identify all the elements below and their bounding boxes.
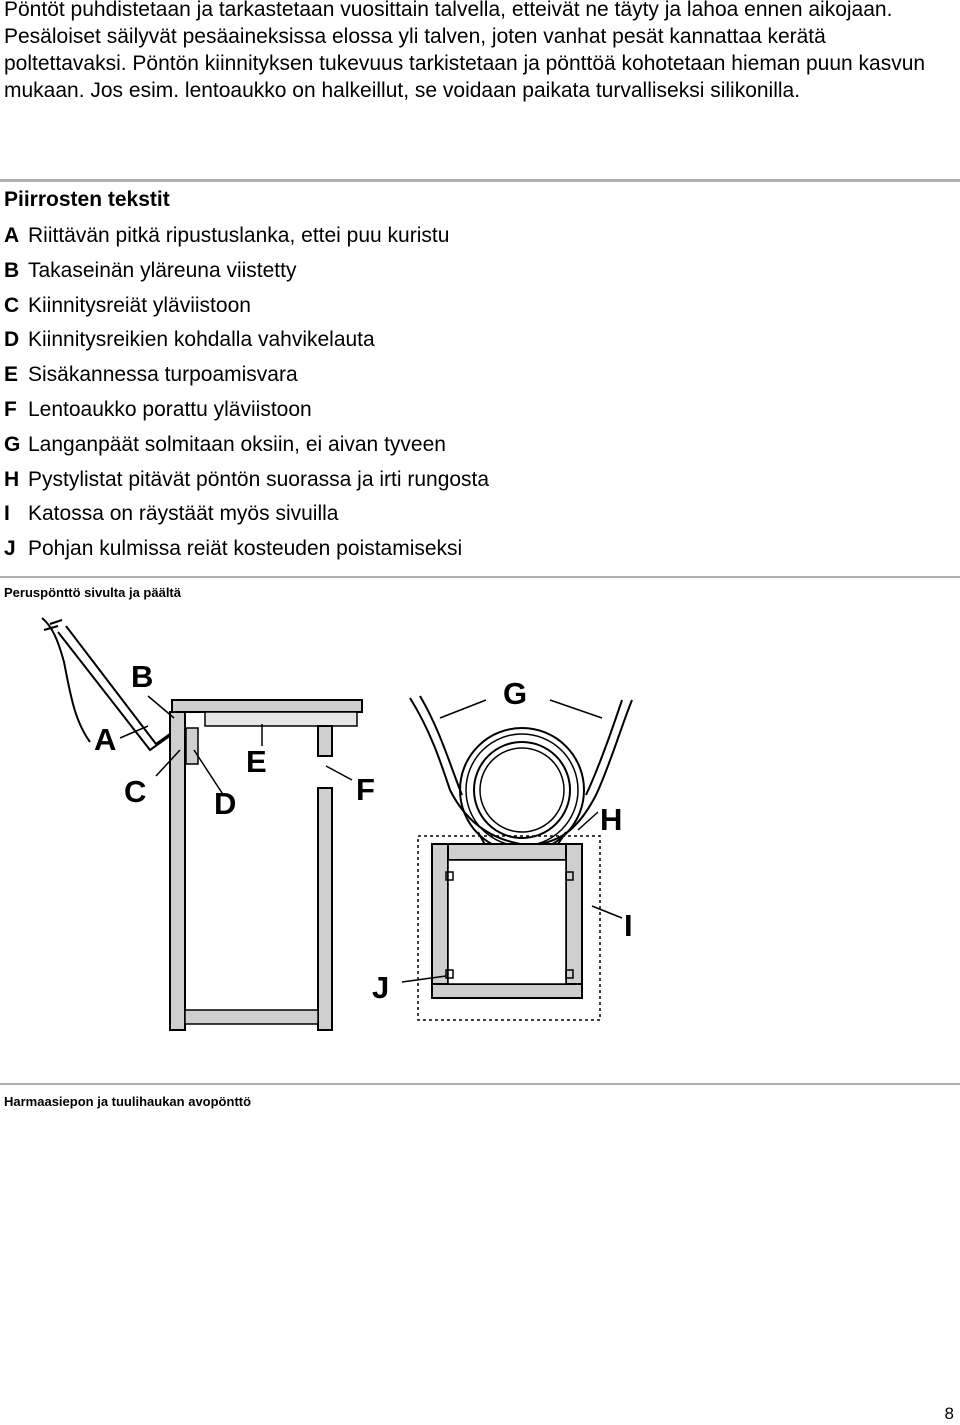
diagram-label-d: D xyxy=(214,786,236,821)
legend-heading: Piirrosten tekstit xyxy=(4,188,170,211)
diagram-label-i: I xyxy=(624,908,633,943)
diagram-caption-basic-box: Peruspönttö sivulta ja päältä xyxy=(4,585,181,600)
diagram-label-c: C xyxy=(124,774,146,809)
page-number: 8 xyxy=(944,1404,954,1423)
diagram-label-a: A xyxy=(94,722,116,757)
diagram-label-g: G xyxy=(503,676,527,711)
birdhouse-diagram: B A C D E F G H I J xyxy=(41,617,633,1031)
section-divider xyxy=(0,1083,960,1085)
top-view xyxy=(401,695,633,1021)
diagram-label-j: J xyxy=(372,970,389,1005)
intro-paragraph: Pöntöt puhdistetaan ja tarkastetaan vuos… xyxy=(4,0,926,102)
diagram-label-h: H xyxy=(600,802,622,837)
section-divider xyxy=(0,576,960,578)
side-view xyxy=(41,617,363,1031)
diagram-label-e: E xyxy=(246,744,267,779)
section-divider xyxy=(0,179,960,182)
diagram-label-b: B xyxy=(131,659,153,694)
diagram-label-f: F xyxy=(356,772,375,807)
diagram-caption-open-box: Harmaasiepon ja tuulihaukan avopönttö xyxy=(4,1094,252,1109)
